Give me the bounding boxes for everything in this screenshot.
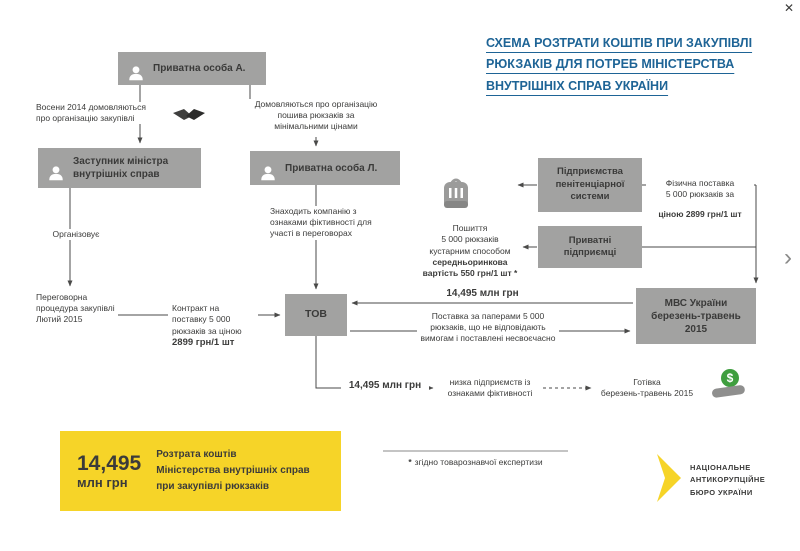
label-physical-delivery-price: ціною 2899 грн/1 шт: [658, 208, 742, 219]
label-contract-price: 2899 грн/1 шт: [172, 336, 235, 348]
label-autumn-2014-agreement: Восени 2014 домовляються про організацію…: [36, 102, 148, 125]
label-organizes: Організовує: [44, 229, 108, 241]
label-payment-amount: 14,495 млн грн: [446, 288, 519, 299]
close-icon[interactable]: ✕: [783, 1, 794, 15]
label-artisanal-sewing-plain: Пошиття 5 000 рюкзаків кустарним способо…: [429, 223, 511, 256]
summary-text: Розтрата коштів Міністерства внутрішніх …: [156, 449, 310, 492]
next-chevron-icon[interactable]: ›: [784, 244, 792, 271]
node-label: Приватні підприємці: [563, 234, 617, 258]
node-private-person-a: Приватна особа А.: [118, 52, 266, 85]
nabu-logo-text: НАЦІОНАЛЬНЕ АНТИКОРУПЦІЙНЕ БЮРО УКРАЇНИ: [690, 462, 766, 497]
label-withdrawn-amount: 14,495 млн грн: [341, 379, 429, 393]
cash-in-hand-icon: $: [708, 368, 748, 405]
label-market-value: середньоринкова вартість 550 грн/1 шт *: [422, 256, 518, 279]
node-penitentiary-enterprises: Підприємства пенітенціарної системи: [538, 158, 642, 212]
node-deputy-minister: Заступник міністра внутрішніх справ: [38, 148, 201, 188]
node-label: Приватна особа А.: [153, 63, 246, 74]
person-icon: [259, 151, 277, 186]
footnote-asterisk: *: [408, 457, 412, 467]
label-artisanal-sewing: Пошиття 5 000 рюкзаків кустарним способо…: [412, 212, 528, 279]
label-paper-delivery: Поставка за паперами 5 000 рюкзаків, що …: [417, 311, 559, 345]
label-agree-sewing: Домовляються про організацію пошива рюкз…: [254, 99, 378, 132]
page-title: СХЕМА РОЗТРАТИ КОШТІВ ПРИ ЗАКУПІВЛІ РЮКЗ…: [486, 36, 753, 93]
label-shell-companies: низка підприємств із ознаками фіктивност…: [447, 377, 533, 399]
summary-box: 14,495 млн грн Розтрата коштів Міністерс…: [60, 431, 341, 511]
label-physical-delivery: Фізична поставка 5 000 рюкзаків за ціною…: [646, 167, 754, 220]
svg-text:$: $: [727, 371, 734, 385]
label-negotiation-procedure: Переговорна процедура закупівлі Лютий 20…: [36, 292, 118, 326]
handshake-icon: [172, 104, 206, 131]
summary-amount: 14,495: [77, 451, 142, 475]
node-label: Підприємства пенітенціарної системи: [555, 166, 625, 203]
label-physical-delivery-plain: Фізична поставка 5 000 рюкзаків за: [665, 178, 735, 200]
label-contract-plain: Контракт на поставку 5 000 рюкзаків за ц…: [172, 303, 242, 336]
nabu-logo: НАЦІОНАЛЬНЕ АНТИКОРУПЦІЙНЕ БЮРО УКРАЇНИ: [656, 453, 765, 508]
label-cash-out: Готівка березень-травень 2015: [600, 377, 694, 399]
node-label: Заступник міністра внутрішніх справ: [73, 156, 169, 180]
nabu-logo-mark-icon: [656, 453, 682, 508]
node-label: ТОВ: [305, 308, 327, 321]
node-tov: ТОВ: [285, 294, 347, 336]
label-contract: Контракт на поставку 5 000 рюкзаків за ц…: [168, 292, 258, 350]
person-icon: [127, 51, 145, 86]
node-mvs-ukraine: МВС України березень-травень 2015: [636, 288, 756, 344]
node-label: МВС України березень-травень 2015: [651, 297, 741, 335]
node-private-entrepreneurs: Приватні підприємці: [538, 226, 642, 268]
summary-unit: млн грн: [77, 475, 128, 491]
label-finds-shell-company: Знаходить компанію з ознаками фіктивност…: [264, 206, 384, 240]
footnote-text: згідно товарознавчої експертизи: [414, 457, 543, 467]
footnote: *згідно товарознавчої експертизи: [383, 457, 568, 467]
person-icon: [47, 151, 65, 186]
backpack-icon: [441, 176, 471, 215]
summary-amount-block: 14,495 млн грн: [77, 452, 141, 490]
node-label: Приватна особа Л.: [285, 162, 378, 174]
node-private-person-l: Приватна особа Л.: [250, 151, 400, 185]
